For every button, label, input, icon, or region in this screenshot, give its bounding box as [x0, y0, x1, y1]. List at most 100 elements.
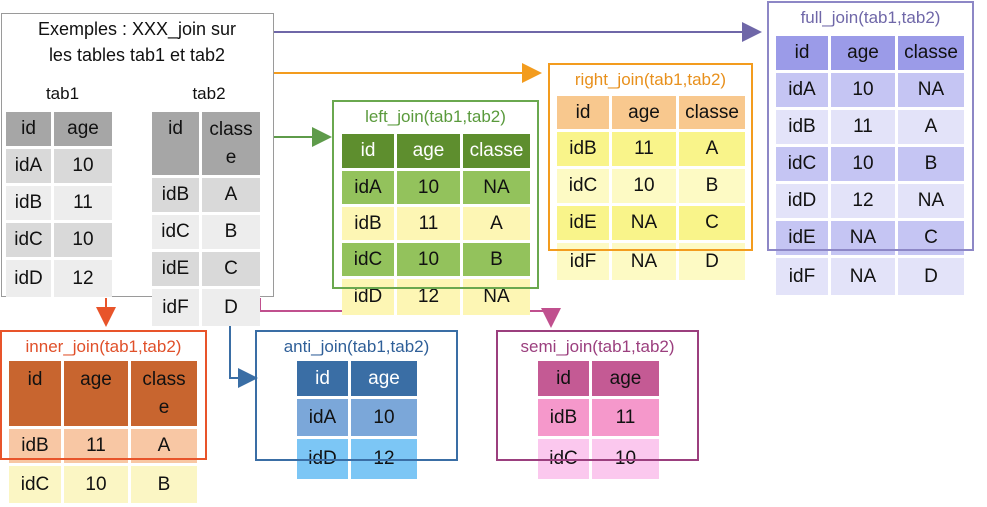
table-cell: idC	[152, 215, 202, 252]
semi-join-frame	[496, 330, 699, 461]
table-cell: NA	[898, 184, 964, 221]
table-cell: idC	[342, 243, 397, 279]
table-row: idC 10 B	[342, 243, 530, 279]
header-cell: age	[592, 361, 659, 399]
table-cell: idC	[9, 466, 64, 503]
table-cell: idF	[152, 289, 202, 326]
left-join-title: left_join(tab1,tab2)	[365, 107, 506, 126]
table-cell: idC	[776, 147, 831, 184]
table-cell: idE	[557, 206, 612, 243]
header-wrap-part: e	[225, 146, 237, 168]
inner-join-frame	[0, 330, 207, 460]
table-cell: idB	[152, 178, 202, 215]
header-cell: id	[152, 112, 202, 178]
table-header-row: id age classe	[342, 134, 530, 171]
table-cell: 12	[54, 260, 112, 297]
table-cell: 11	[831, 110, 898, 147]
table-row: idE NA C	[557, 206, 745, 243]
table-row: idA 10 NA	[776, 73, 964, 110]
table-row: idB 11	[538, 399, 659, 439]
table-cell: idB	[342, 207, 397, 243]
table-cell: idB	[538, 399, 592, 439]
full-join-table: id age classe idA 10 NA idB 11 A idC 10 …	[776, 36, 964, 295]
table-row: idE NA C	[776, 221, 964, 258]
table-row: idE C	[152, 252, 260, 289]
table-cell: 10	[351, 399, 417, 439]
table-cell: 12	[831, 184, 898, 221]
header-cell: age	[64, 361, 131, 429]
table-row: idD 12	[6, 260, 112, 297]
table-cell: B	[898, 147, 964, 184]
table-cell: idB	[776, 110, 831, 147]
intro-text-line1: Exemples : XXX_join sur	[37, 19, 237, 39]
table-cell: B	[131, 466, 197, 503]
table-cell: NA	[463, 279, 530, 315]
table-cell: NA	[831, 258, 898, 295]
header-cell: classe	[463, 134, 530, 171]
table-cell: D	[898, 258, 964, 295]
table-row: idC B	[152, 215, 260, 252]
table-header-row: id age classe	[776, 36, 964, 73]
header-wrap-part: e	[158, 396, 170, 418]
table-row: idF NA D	[776, 258, 964, 295]
table-row: idD 12 NA	[776, 184, 964, 221]
table-cell: 10	[54, 149, 112, 186]
header-cell: age	[54, 112, 112, 149]
table-cell: idE	[776, 221, 831, 258]
table-cell: C	[679, 206, 745, 243]
table-header-row: id age	[297, 361, 417, 399]
table-cell: idA	[342, 171, 397, 207]
header-cell: id	[297, 361, 351, 399]
table-header-row: id age class e	[9, 361, 197, 429]
table-row: idB A	[152, 178, 260, 215]
header-cell: id	[776, 36, 831, 73]
table-row: idA 10	[6, 149, 112, 186]
right-join-title: right_join(tab1,tab2)	[574, 70, 727, 89]
table-cell: NA	[898, 73, 964, 110]
table-cell: idA	[297, 399, 351, 439]
table-row: idF D	[152, 289, 260, 326]
table-cell: idB	[557, 132, 612, 169]
table-cell: D	[202, 289, 260, 326]
table-cell: 10	[831, 73, 898, 110]
table-header-row: id age classe	[557, 96, 745, 132]
header-cell: classe	[898, 36, 964, 73]
table-cell: 10	[54, 223, 112, 260]
table-cell: C	[898, 221, 964, 258]
table-cell: 10	[397, 243, 463, 279]
table-cell: NA	[831, 221, 898, 258]
table-row: idB 11 A	[342, 207, 530, 243]
header-cell: id	[9, 361, 64, 429]
anti-join-title: anti_join(tab1,tab2)	[283, 337, 430, 356]
table-row: idB 11 A	[776, 110, 964, 147]
table-cell: 11	[592, 399, 659, 439]
table-cell: A	[898, 110, 964, 147]
table-row: idC 10 B	[9, 466, 197, 503]
table-row: idA 10	[297, 399, 417, 439]
header-cell: age	[397, 134, 463, 171]
table-cell: 10	[612, 169, 679, 206]
left-join-table: id age classe idA 10 NA idB 11 A idC 10 …	[342, 134, 530, 315]
left-join-frame	[332, 100, 539, 289]
table-cell: 10	[397, 171, 463, 207]
table-row: idB 11	[6, 186, 112, 223]
full-join-frame	[767, 1, 974, 251]
header-cell: age	[351, 361, 417, 399]
table-cell: A	[202, 178, 260, 215]
table-row: idC 10	[6, 223, 112, 260]
table-cell: 11	[612, 132, 679, 169]
table-cell: idC	[557, 169, 612, 206]
table-cell: NA	[463, 171, 530, 207]
table-cell: idD	[342, 279, 397, 315]
tab1-label: tab1	[45, 84, 80, 103]
intro-text-line2: les tables tab1 et tab2	[48, 45, 226, 65]
header-cell: age	[831, 36, 898, 73]
table-cell: idF	[776, 258, 831, 295]
tab2-table: id class e idB A idC B idE C idF D	[152, 112, 260, 326]
table-cell: idA	[776, 73, 831, 110]
table-header-row: id age	[6, 112, 112, 149]
table-cell: B	[202, 215, 260, 252]
intro-frame	[1, 13, 274, 297]
header-cell: id	[557, 96, 612, 132]
table-row: idC 10 B	[557, 169, 745, 206]
